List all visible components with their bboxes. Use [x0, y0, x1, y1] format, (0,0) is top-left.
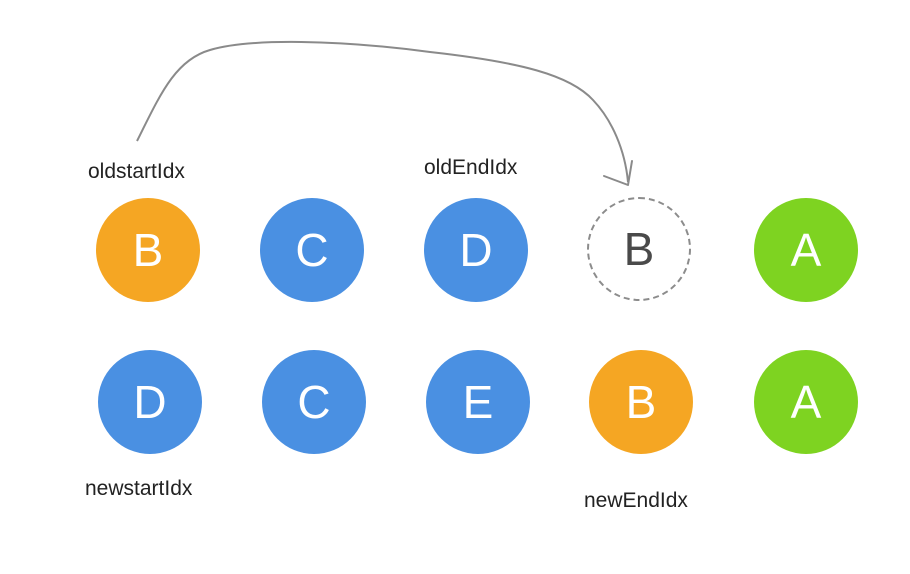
new-node-e: E [426, 350, 530, 454]
new-node-c: C [262, 350, 366, 454]
old-node-d: D [424, 198, 528, 302]
old-node-a: A [754, 198, 858, 302]
old-end-index-label: oldEndIdx [424, 156, 518, 179]
new-start-index-label: newstartIdx [85, 477, 193, 500]
old-node-b-moved-placeholder: B [587, 197, 691, 301]
new-node-c-letter: C [297, 376, 331, 428]
old-node-a-letter: A [790, 224, 822, 276]
new-node-b: B [589, 350, 693, 454]
old-node-b-moved-letter: B [623, 223, 655, 275]
new-end-index-label: newEndIdx [584, 489, 688, 512]
new-node-a: A [754, 350, 858, 454]
old-node-b-letter: B [132, 224, 164, 276]
old-node-c-letter: C [295, 224, 329, 276]
old-node-c: C [260, 198, 364, 302]
new-node-d-letter: D [133, 376, 167, 428]
old-node-d-letter: D [459, 224, 493, 276]
new-node-e-letter: E [462, 376, 494, 428]
new-node-b-letter: B [625, 376, 657, 428]
old-start-index-label: oldstartIdx [88, 160, 185, 183]
new-node-a-letter: A [790, 376, 822, 428]
move-arrow-head [603, 160, 633, 186]
move-arrow-curve [136, 40, 629, 183]
new-node-d: D [98, 350, 202, 454]
old-node-b: B [96, 198, 200, 302]
